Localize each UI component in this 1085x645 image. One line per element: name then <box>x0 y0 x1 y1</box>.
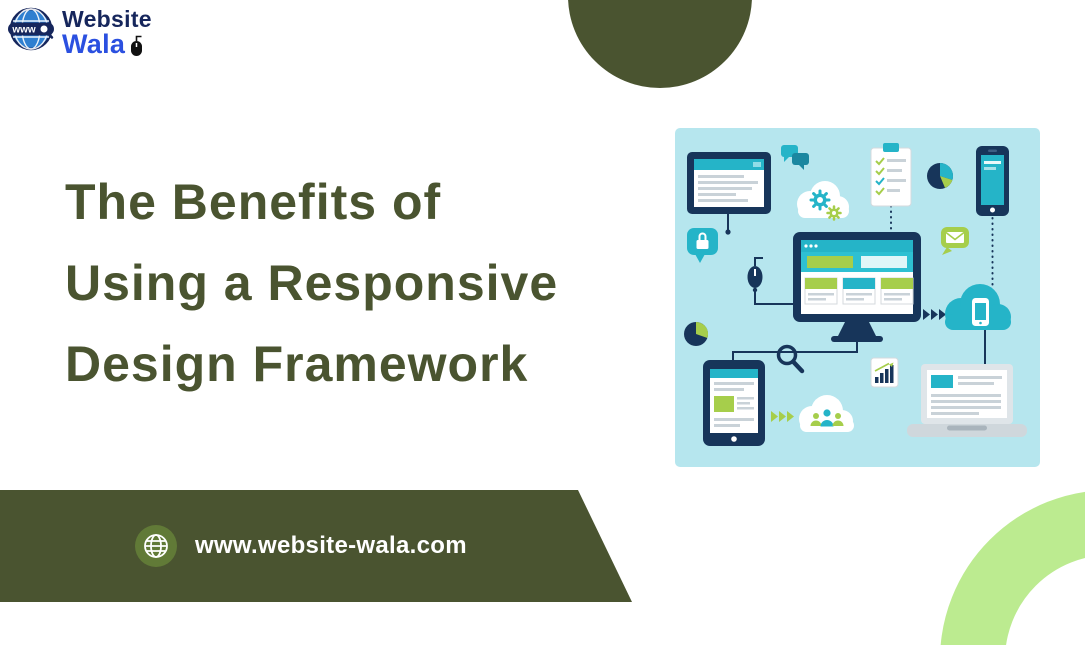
website-url: www.website-wala.com <box>195 532 467 559</box>
smartphone-icon <box>976 146 1009 216</box>
chat-bubbles-icon <box>781 145 809 170</box>
arrows-right-green-icon <box>771 411 794 422</box>
top-circle-decoration <box>568 0 752 88</box>
tablet-landscape-icon <box>687 152 771 214</box>
illustration-svg <box>675 128 1040 467</box>
logo-www-text: www <box>11 25 36 36</box>
logo: www Website Wala <box>8 6 152 59</box>
checklist-clipboard-icon <box>870 143 912 207</box>
globe-badge <box>135 525 177 567</box>
bar-chart-icon <box>870 357 899 388</box>
hero-title-line-2: Using a Responsive <box>65 255 559 311</box>
brand-name-bottom: Wala <box>62 29 126 60</box>
laptop-icon <box>907 364 1027 437</box>
logo-text: Website Wala <box>62 6 152 60</box>
pie-chart-icon <box>927 162 954 189</box>
brand-name-top: Website <box>62 6 152 32</box>
hero-title-line-3: Design Framework <box>65 336 529 392</box>
gears-cloud-icon <box>797 181 849 221</box>
hero-title: The Benefits of Using a Responsive Desig… <box>65 162 665 405</box>
mail-bubble-icon <box>941 227 969 255</box>
responsive-design-illustration <box>675 128 1040 467</box>
corner-ring-decoration <box>940 490 1085 645</box>
people-cloud-icon <box>799 395 854 432</box>
globe-logo-icon: www <box>8 7 54 51</box>
globe-icon <box>144 534 168 558</box>
desktop-monitor-icon <box>793 232 921 342</box>
lock-bubble-icon <box>687 228 718 263</box>
tablet-portrait-icon <box>703 360 765 446</box>
footer-banner: www.website-wala.com <box>0 490 632 602</box>
hero-title-line-1: The Benefits of <box>65 174 442 230</box>
pie-chart-small-icon <box>684 321 709 346</box>
mouse-logo-icon <box>131 35 143 56</box>
magnifier-icon <box>776 344 805 374</box>
arrows-right-icon <box>923 309 946 320</box>
computer-mouse-icon <box>747 257 763 288</box>
cloud-phone-icon <box>945 284 1011 330</box>
